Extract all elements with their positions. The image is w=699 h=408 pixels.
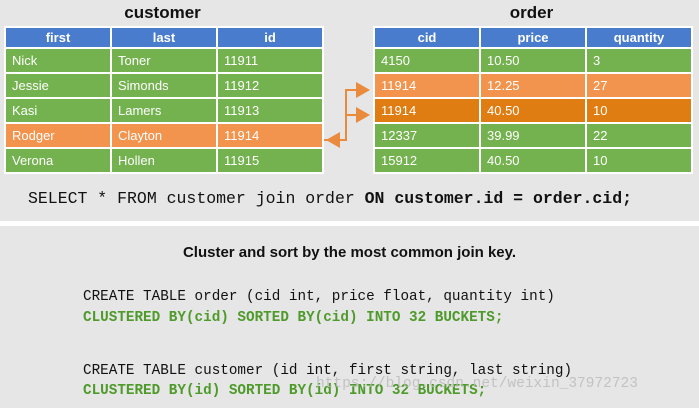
table-cell: 3 xyxy=(585,47,693,74)
table-cell: 40.50 xyxy=(479,147,587,174)
order-row-highlighted: 11914 40.50 10 xyxy=(373,97,693,124)
order-col-price: price xyxy=(479,26,587,49)
order-header-row: cid price quantity xyxy=(373,26,693,49)
customer-row: Verona Hollen 11915 xyxy=(4,147,324,174)
table-cell: 11914 xyxy=(373,72,481,99)
create-order-statement: CREATE TABLE order (cid int, price float… xyxy=(83,289,555,305)
table-cell: 11912 xyxy=(216,72,324,99)
table-cell: 10.50 xyxy=(479,47,587,74)
customer-col-first: first xyxy=(4,26,112,49)
customer-cluster-clause: CLUSTERED BY(id) SORTED BY(id) INTO 32 B… xyxy=(83,383,487,399)
table-cell: Lamers xyxy=(110,97,218,124)
table-cell: 22 xyxy=(585,122,693,149)
customer-row: Kasi Lamers 11913 xyxy=(4,97,324,124)
order-col-cid: cid xyxy=(373,26,481,49)
table-cell: 12337 xyxy=(373,122,481,149)
order-row: 12337 39.99 22 xyxy=(373,122,693,149)
order-row-highlighted: 11914 12.25 27 xyxy=(373,72,693,99)
table-cell: Kasi xyxy=(4,97,112,124)
table-cell: Jessie xyxy=(4,72,112,99)
customer-table: first last id Nick Toner 11911 Jessie Si… xyxy=(4,26,324,174)
table-cell: 40.50 xyxy=(479,97,587,124)
table-cell: 15912 xyxy=(373,147,481,174)
table-cell: 27 xyxy=(585,72,693,99)
cluster-heading: Cluster and sort by the most common join… xyxy=(182,244,517,261)
join-query-select: SELECT * FROM customer join order xyxy=(28,189,365,208)
table-cell: Simonds xyxy=(110,72,218,99)
order-col-quantity: quantity xyxy=(585,26,693,49)
join-query-on-clause: ON customer.id = order.cid; xyxy=(364,189,632,208)
watermark: https://blog.csdn.net/weixin_37972723 xyxy=(316,376,638,392)
order-table: cid price quantity 4150 10.50 3 11914 12… xyxy=(373,26,693,174)
table-cell: Verona xyxy=(4,147,112,174)
table-cell: 4150 xyxy=(373,47,481,74)
create-customer-statement: CREATE TABLE customer (id int, first str… xyxy=(83,363,573,379)
table-cell: 12.25 xyxy=(479,72,587,99)
table-cell: 11913 xyxy=(216,97,324,124)
order-table-title: order xyxy=(509,3,554,22)
customer-row: Jessie Simonds 11912 xyxy=(4,72,324,99)
customer-table-title: customer xyxy=(124,3,201,22)
table-cell: Nick xyxy=(4,47,112,74)
table-cell: 10 xyxy=(585,147,693,174)
join-query: SELECT * FROM customer join order ON cus… xyxy=(28,189,632,208)
table-cell: Hollen xyxy=(110,147,218,174)
customer-row-highlighted: Rodger Clayton 11914 xyxy=(4,122,324,149)
order-row: 4150 10.50 3 xyxy=(373,47,693,74)
table-cell: 39.99 xyxy=(479,122,587,149)
order-row: 15912 40.50 10 xyxy=(373,147,693,174)
table-cell: 11911 xyxy=(216,47,324,74)
join-arrow-lower xyxy=(345,107,370,140)
table-cell: 11914 xyxy=(216,122,324,149)
table-cell: Rodger xyxy=(4,122,112,149)
table-cell: 11914 xyxy=(373,97,481,124)
table-cell: Clayton xyxy=(110,122,218,149)
customer-row: Nick Toner 11911 xyxy=(4,47,324,74)
customer-header-row: first last id xyxy=(4,26,324,49)
table-cell: 10 xyxy=(585,97,693,124)
customer-col-last: last xyxy=(110,26,218,49)
table-cell: 11915 xyxy=(216,147,324,174)
order-cluster-clause: CLUSTERED BY(cid) SORTED BY(cid) INTO 32… xyxy=(83,310,504,326)
table-cell: Toner xyxy=(110,47,218,74)
customer-col-id: id xyxy=(216,26,324,49)
cluster-code-panel xyxy=(0,226,699,408)
